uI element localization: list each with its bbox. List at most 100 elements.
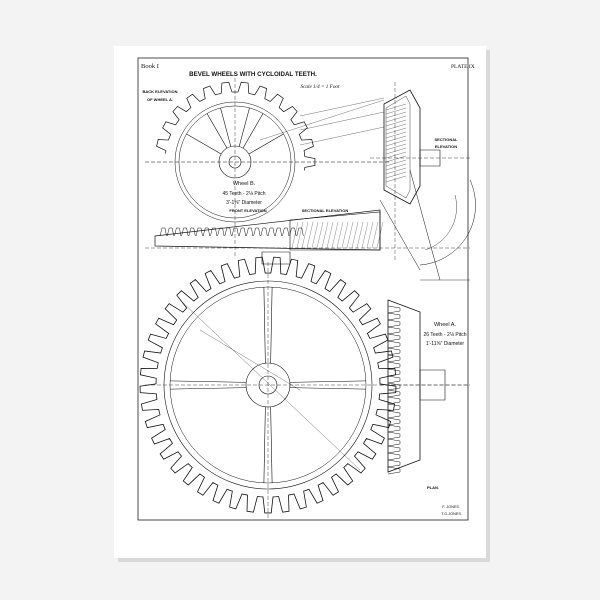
book-label: Book I: [141, 63, 159, 70]
wheel-a-back-teeth: [156, 81, 316, 171]
wheel-b-plan-spoke: [289, 380, 366, 390]
section-hatch: [316, 221, 324, 249]
section-hatch: [385, 131, 407, 139]
sectional-elevation-label: SECTIONAL: [434, 137, 458, 142]
wheel-a-plan-tooth: [387, 396, 401, 405]
plan-label: PLAN.: [427, 485, 439, 490]
wheel-b-front-tooth: [181, 227, 189, 237]
wheel-b-plan-spoke: [170, 380, 247, 390]
wheel-b-front-tooth: [238, 227, 246, 237]
projection-line: [259, 99, 385, 141]
wheel-b-plan-spoke: [263, 406, 273, 483]
section-hatch: [351, 221, 359, 249]
section-hatch: [385, 167, 407, 175]
section-hatch: [385, 103, 407, 111]
section-hatch: [385, 127, 407, 135]
wheel-b-front-tooth: [166, 227, 174, 237]
wheel-a-plan-boss: [419, 369, 446, 401]
wheel-a-section-outline: [383, 89, 421, 205]
scale-label: Scale 1/4 = 1 Foot: [301, 83, 341, 90]
wheel-a-plan-tooth: [387, 445, 401, 454]
wheel-a-plan-tooth: [387, 347, 401, 356]
wheel-b-plan-teeth: [139, 256, 397, 514]
wheel-a-plan-tooth: [387, 319, 401, 328]
section-hatch: [385, 175, 407, 183]
sectional-elevation-mid-label: SECTIONAL ELEVATION: [302, 208, 349, 213]
wheel-b-front-tooth: [202, 227, 210, 237]
wheel-a-plan-tooth: [387, 312, 401, 321]
section-hatch: [341, 221, 349, 249]
wheel-b-teeth: 45 Teeth - 2⅛ Pitch: [223, 191, 266, 197]
wheel-b-front-tooth: [210, 227, 218, 237]
section-hatch: [326, 221, 334, 249]
wheel-a-back-spoke: [242, 113, 284, 155]
wheel-b-front-tooth: [174, 227, 182, 237]
axis-line: [379, 199, 421, 271]
wheel-a-section-inner: [385, 95, 411, 199]
wheel-a-plan-tooth: [387, 424, 401, 433]
section-hatch: [385, 111, 407, 119]
section-hatch: [385, 115, 407, 123]
wheel-a-plan-tooth: [387, 375, 401, 384]
section-hatch: [385, 135, 407, 143]
wheel-a-name: Wheel A.: [434, 322, 456, 328]
wheel-b-name: Wheel B.: [233, 181, 256, 187]
section-hatch: [385, 171, 407, 179]
section-hatch: [336, 221, 344, 249]
wheel-a-plan-tooth: [387, 368, 401, 377]
section-hatch: [385, 143, 407, 151]
wheel-a-plan-body: [387, 299, 421, 473]
wheel-b-front-tooth: [231, 227, 239, 237]
section-hatch: [371, 221, 379, 249]
construction-arc: [419, 179, 476, 266]
section-hatch: [356, 221, 364, 249]
plate-label: PLATE IX: [451, 64, 475, 70]
wheel-b-front-tooth: [289, 227, 297, 237]
wheel-b-front-tooth: [224, 227, 232, 237]
wheel-b-plan-spoke: [263, 287, 273, 364]
section-hatch: [366, 221, 374, 249]
plate-border: [137, 57, 469, 521]
section-hatch: [346, 221, 354, 249]
wheel-b-front-tooth: [282, 227, 290, 237]
wheel-b-front-tooth: [296, 227, 304, 237]
engineering-drawing: [139, 78, 476, 520]
back-elevation-label-2: OF WHEEL A.: [147, 97, 173, 102]
wheel-a-plan-tooth: [387, 410, 401, 419]
projection-line: [299, 126, 385, 146]
section-hatch: [296, 221, 304, 249]
wheel-a-back-spoke: [220, 107, 250, 147]
wheel-a-diameter: 1'-11⅝" Diameter: [426, 341, 465, 347]
wheel-a-plan-tooth: [387, 333, 401, 342]
wheel-b-front-tooth: [246, 227, 254, 237]
wheel-b-front-tooth: [267, 227, 275, 237]
wheel-a-teeth: 26 Teeth - 2⅛ Pitch: [424, 332, 467, 338]
wheel-a-plan-tooth: [387, 466, 401, 475]
wheel-b-section-block: [289, 211, 381, 251]
wheel-b-front-tooth: [253, 227, 261, 237]
signature-1: F. JONES.: [442, 505, 460, 509]
wheel-a-plan-tooth: [387, 389, 401, 398]
wheel-a-plan-tooth: [387, 452, 401, 461]
projection-line: [199, 329, 301, 391]
wheel-a-plan-tooth: [387, 431, 401, 440]
section-hatch: [385, 123, 407, 131]
wheel-b-front-tooth: [274, 227, 282, 237]
wheel-a-plan-tooth: [387, 417, 401, 426]
section-hatch: [385, 151, 407, 159]
wheel-a-plan-tooth: [387, 326, 401, 335]
axis-line: [409, 169, 441, 281]
section-hatch: [306, 221, 314, 249]
construction-arc: [424, 194, 457, 251]
wheel-b-front-tooth: [188, 227, 196, 237]
wheel-a-plan-tooth: [387, 354, 401, 363]
section-hatch: [385, 107, 407, 115]
wheel-a-plan-tooth: [387, 438, 401, 447]
section-hatch: [291, 221, 299, 249]
wheel-b-diameter: 3'-1⅝" Diameter: [226, 200, 262, 206]
section-hatch: [331, 221, 339, 249]
wheel-a-back-spoke: [186, 113, 228, 155]
section-hatch: [385, 163, 407, 171]
wheel-a-plan-tooth: [387, 403, 401, 412]
